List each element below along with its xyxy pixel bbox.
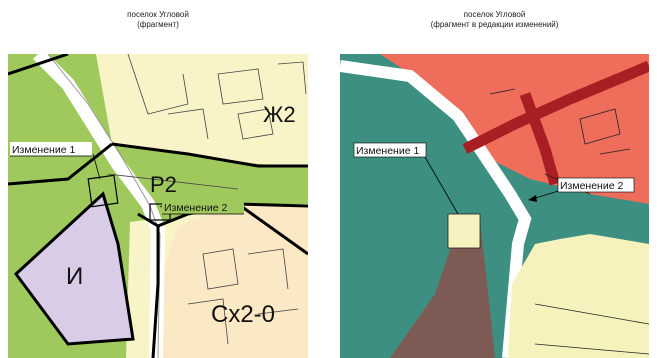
callout-change-1: Изменение 1 [356,145,419,157]
main-streets [462,60,649,186]
change-1-leader [424,156,459,215]
change-1-area [447,213,481,249]
lower-plot-lines [534,303,649,355]
brown-zone [390,224,495,358]
callout-change-1-bg [353,142,427,158]
change-1-leader [92,153,101,180]
agricultural-zone [508,234,649,358]
road-edge [47,54,161,358]
callout-change-1-bg [10,142,92,156]
agricultural-zone [158,204,308,358]
left-map-subtitle: (фрагмент) [137,20,179,29]
left-map-title: поселок Угловой [127,10,189,19]
zone-label-r2: Р2 [150,172,177,197]
zone-label-i: И [66,263,83,290]
right-map-caption: поселок Угловой (фрагмент в редакции изм… [340,10,649,30]
right-map-subtitle: (фрагмент в редакции изменений) [430,20,559,29]
left-map-svg: Ж2 Р2 И Сх2-0 Изменение 1 Изменение 2 [8,54,308,358]
left-map[interactable]: Ж2 Р2 И Сх2-0 Изменение 1 Изменение 2 [8,54,308,358]
right-map-title: поселок Угловой [463,10,526,19]
right-map[interactable]: Изменение 1 Изменение 2 [340,54,649,358]
zone-label-zh2: Ж2 [263,102,296,127]
left-map-caption: поселок Угловой (фрагмент) [8,10,308,30]
callout-change-2-bg [162,200,244,214]
infrastructure-zone [16,194,133,344]
change-2-arrow-icon [528,195,537,202]
callout-change-1: Изменение 1 [12,144,75,156]
callout-change-2: Изменение 2 [560,180,623,192]
plot-lines [107,54,307,345]
zone-label-sx2: Сх2-0 [211,301,275,328]
change-1-area [87,174,119,208]
right-map-svg: Изменение 1 Изменение 2 [340,54,649,358]
callout-change-2-bg [557,177,635,193]
callout-change-2: Изменение 2 [164,202,227,214]
road [340,60,532,358]
